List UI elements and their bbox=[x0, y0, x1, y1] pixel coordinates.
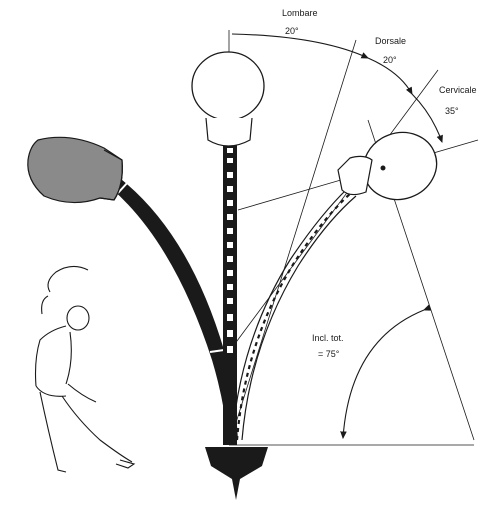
head-flexed-right bbox=[338, 122, 446, 209]
flexed-spine-left bbox=[96, 168, 238, 440]
flexed-spine-right bbox=[232, 188, 356, 440]
head-flexed-left bbox=[28, 137, 123, 202]
pelvis-icon bbox=[205, 447, 268, 500]
segment-label-lombare: Lombare bbox=[282, 9, 318, 18]
segment-label-dorsale: Dorsale bbox=[375, 37, 406, 46]
segment-angle-lombare: 20° bbox=[285, 27, 299, 36]
segment-label-cervicale: Cervicale bbox=[439, 86, 477, 95]
segment-angle-cervicale: 35° bbox=[445, 107, 459, 116]
segment-angle-dorsale: 20° bbox=[383, 56, 397, 65]
spine-icon bbox=[223, 120, 237, 445]
head-icon bbox=[192, 52, 264, 146]
standing-figure-side-bend-icon bbox=[36, 266, 135, 472]
total-inclination-title: Incl. tot. bbox=[312, 334, 344, 343]
total-inclination-value: = 75° bbox=[318, 350, 339, 359]
